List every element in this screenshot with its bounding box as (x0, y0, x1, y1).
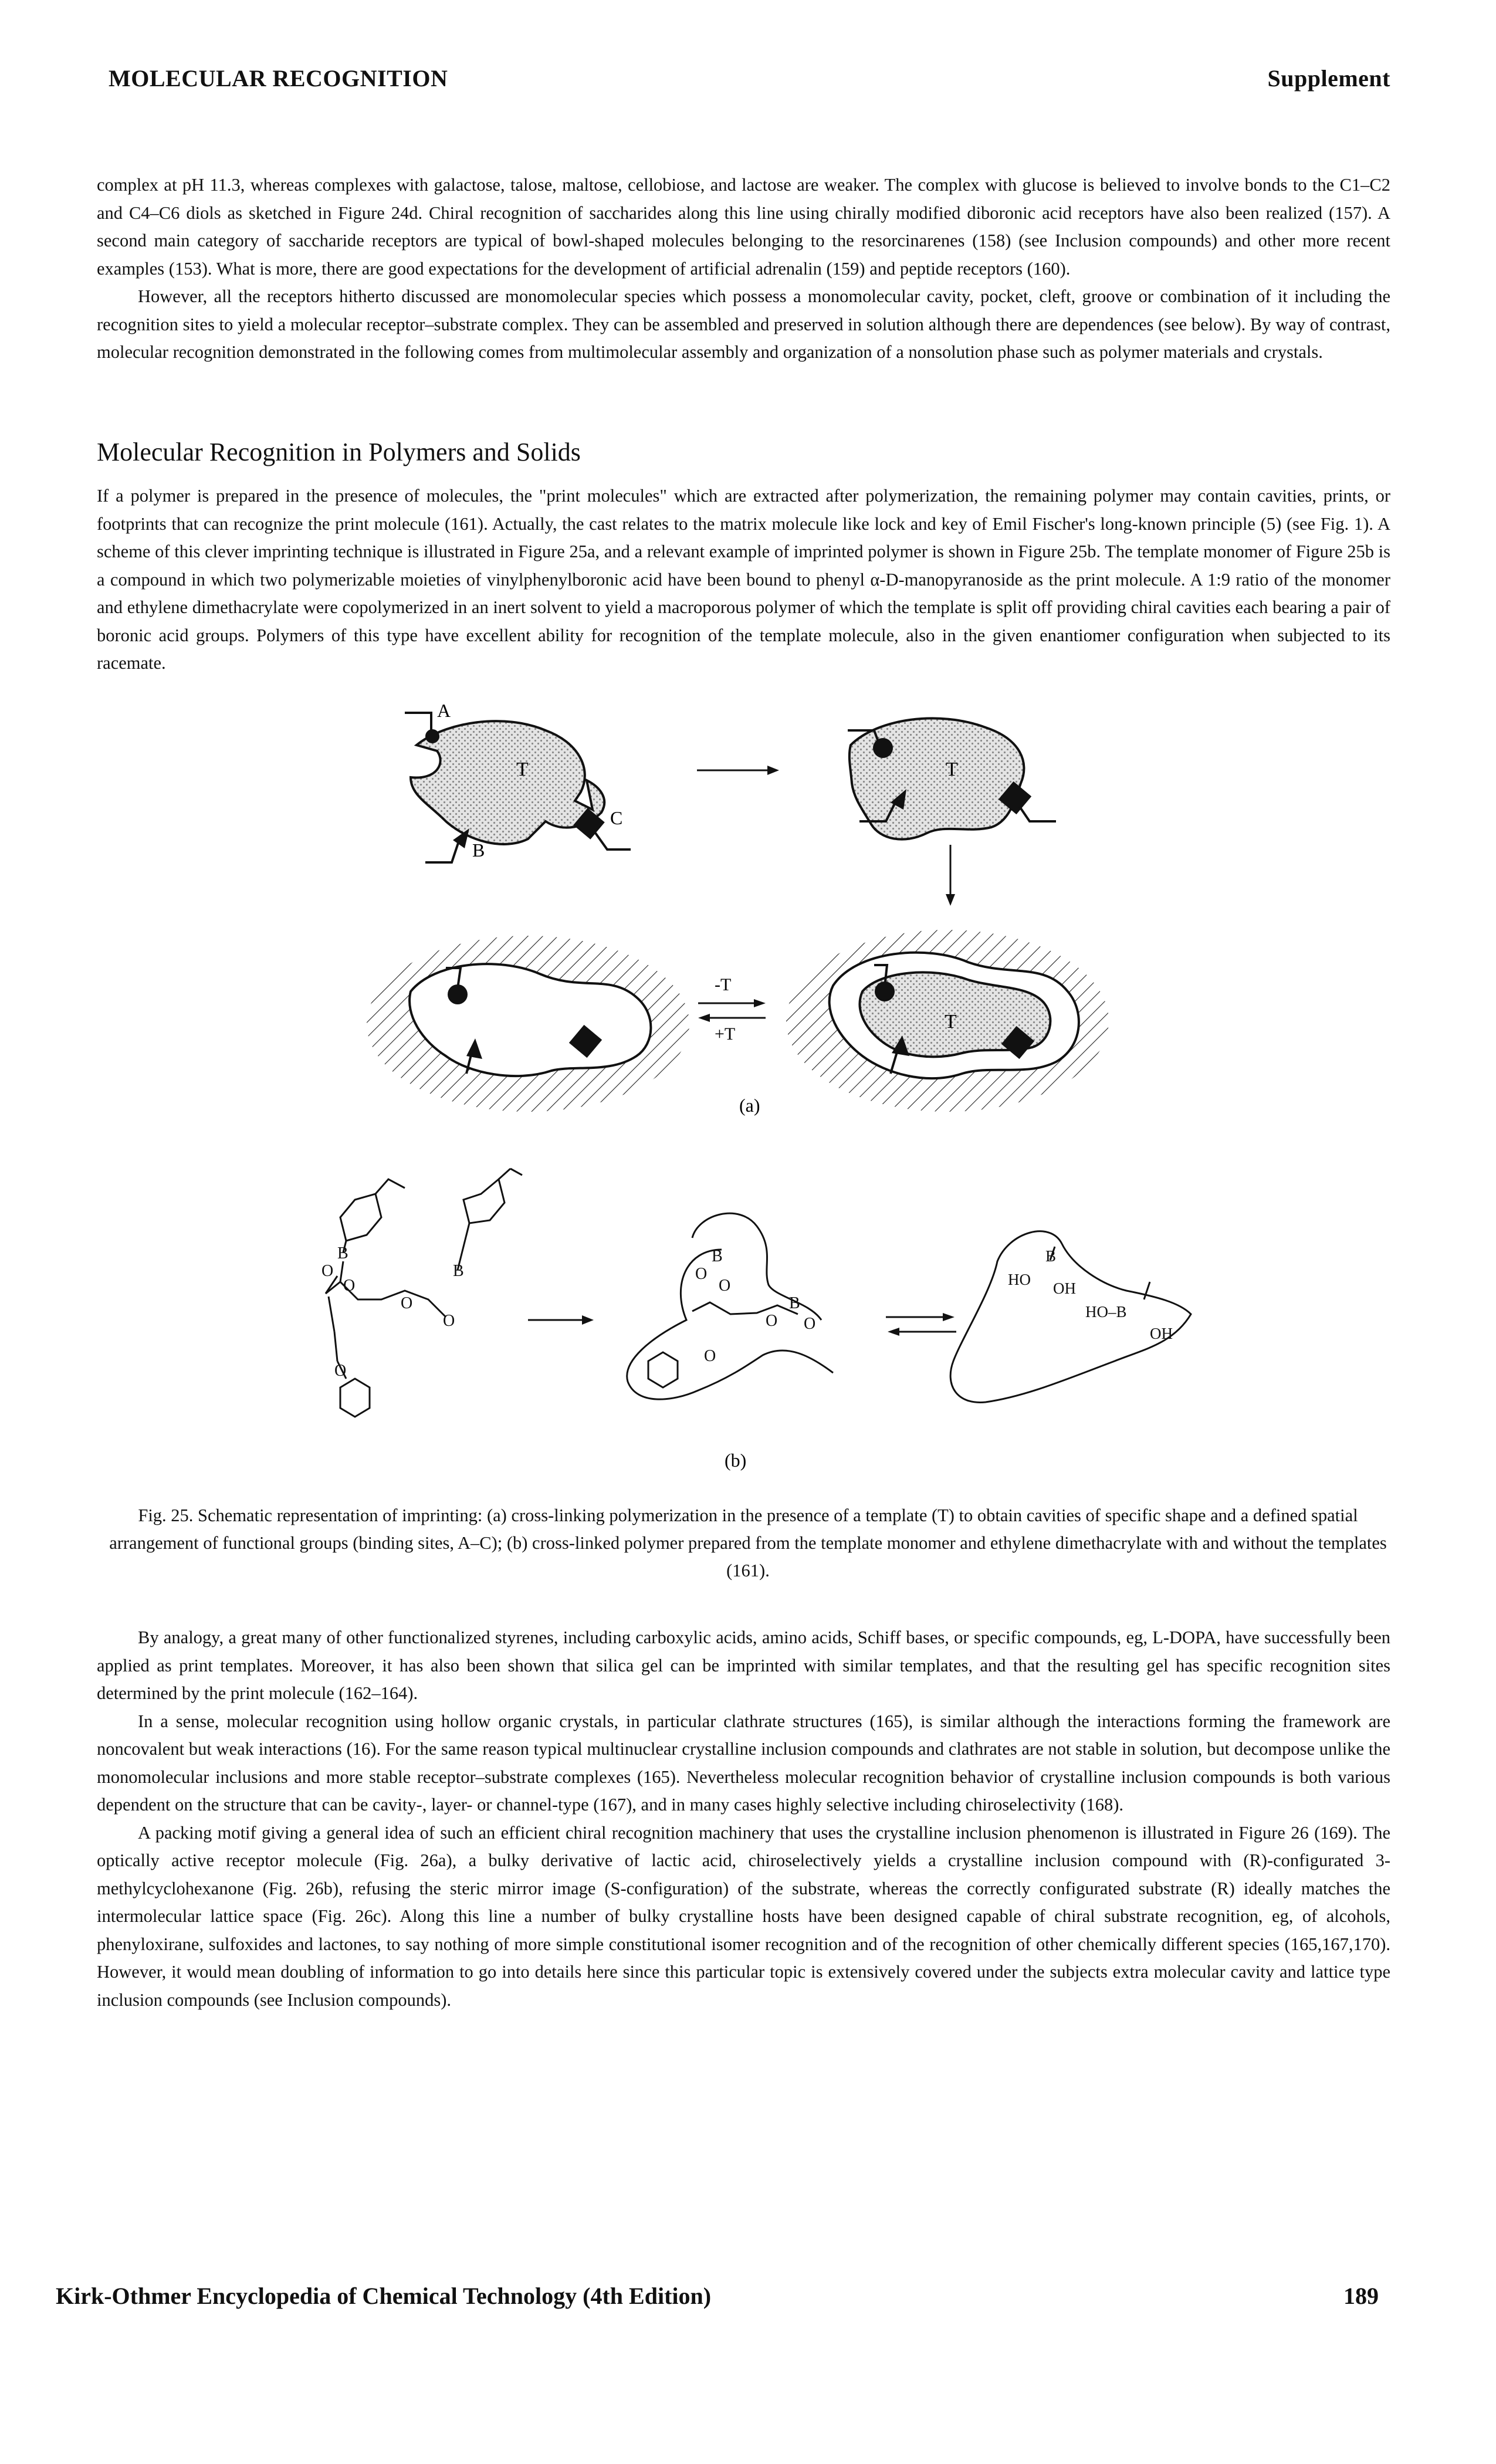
after-figure-text: By analogy, a great many of other functi… (97, 1624, 1390, 2014)
plus-template-label: +T (715, 1024, 735, 1044)
panel-b-label: (b) (725, 1450, 746, 1471)
intro-text: complex at pH 11.3, whereas complexes wi… (97, 171, 1390, 367)
arrow-down (946, 845, 955, 906)
running-header-title: MOLECULAR RECOGNITION (109, 65, 448, 92)
intro-paragraph-1: complex at pH 11.3, whereas complexes wi… (97, 175, 1390, 279)
intro-paragraph-2: However, all the receptors hitherto disc… (97, 286, 1390, 362)
section-text: If a polymer is prepared in the presence… (97, 482, 1390, 678)
atom-b-2: B (453, 1262, 464, 1280)
polymer-empty-cavity (949, 1230, 1192, 1403)
minus-template-label: -T (715, 975, 731, 994)
polymer-empty-cavity-atoms: B HO OH HO–B OH (1008, 1247, 1173, 1342)
complex-template-label: T (946, 759, 958, 780)
after-paragraph-2: In a sense, molecular recognition using … (97, 1711, 1390, 1815)
after-paragraph-1: By analogy, a great many of other functi… (97, 1627, 1390, 1703)
atom-o-9: O (804, 1315, 815, 1333)
atom-b-3: B (712, 1247, 723, 1265)
arrow-right-b (528, 1315, 594, 1325)
template-monomer-structure (324, 1167, 523, 1418)
equilibrium-arrows-b (886, 1313, 956, 1336)
imprinted-cavity-empty (367, 936, 689, 1112)
atom-o-2: O (343, 1277, 355, 1295)
polymer-with-template-atoms: B O O B O O O (695, 1247, 815, 1365)
atom-o-6: O (695, 1265, 707, 1283)
site-c-label: C (610, 807, 622, 828)
binding-site-b: B (425, 828, 485, 864)
equilibrium-arrows: -T +T (698, 975, 766, 1044)
arrow-right (697, 766, 779, 775)
binding-site-c: C (573, 807, 631, 851)
atom-o-7: O (719, 1277, 730, 1295)
cavity-template-label: T (945, 1011, 957, 1033)
polymer-with-template (626, 1212, 834, 1400)
atom-o-1: O (321, 1262, 333, 1280)
figure-25: T A B C T (321, 700, 1192, 1471)
binding-site-a: A (405, 700, 451, 743)
atom-b-4: B (789, 1294, 800, 1312)
atom-o-10: O (704, 1347, 716, 1365)
imprinted-cavity-filled: T (786, 930, 1109, 1112)
panel-a-label: (a) (739, 1095, 760, 1116)
oh-label-1: OH (1053, 1280, 1076, 1297)
atom-o-8: O (766, 1312, 777, 1330)
atom-b-1: B (337, 1244, 348, 1263)
footer-publication: Kirk-Othmer Encyclopedia of Chemical Tec… (56, 2283, 712, 2309)
template-label: T (516, 759, 529, 780)
site-b-label: B (472, 840, 485, 861)
running-header-section: Supplement (1267, 65, 1390, 92)
site-a-label: A (437, 700, 451, 721)
atom-o-5: O (334, 1362, 346, 1380)
atom-b-5: B (1045, 1247, 1056, 1265)
page-number: 189 (1343, 2283, 1379, 2309)
after-paragraph-3: A packing motif giving a general idea of… (97, 1822, 1390, 2010)
section-heading: Molecular Recognition in Polymers and So… (97, 438, 581, 466)
oh-label-2: OH (1150, 1325, 1173, 1342)
section-paragraph-1: If a polymer is prepared in the presence… (97, 486, 1390, 673)
figure-caption: Fig. 25. Schematic representation of imp… (109, 1505, 1387, 1580)
atom-o-4: O (443, 1312, 455, 1330)
ho-label-1: HO (1008, 1271, 1031, 1288)
ho-b-label: HO–B (1085, 1303, 1127, 1321)
template-monomer-atoms: B O O B O O O (321, 1244, 464, 1380)
template-complex: T (848, 717, 1056, 841)
atom-o-3: O (401, 1294, 412, 1312)
